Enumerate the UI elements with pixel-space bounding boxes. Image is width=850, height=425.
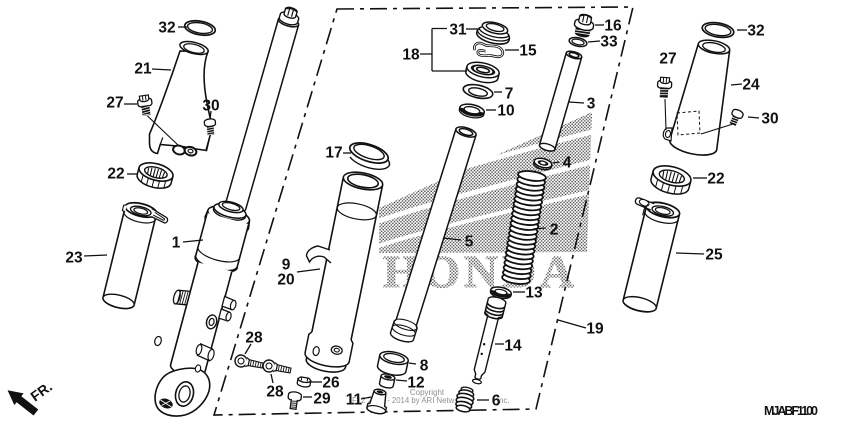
svg-text:22: 22 [107, 166, 124, 183]
svg-text:28: 28 [245, 330, 263, 347]
svg-text:30: 30 [202, 98, 219, 115]
svg-text:27: 27 [106, 95, 123, 112]
svg-text:8: 8 [420, 358, 429, 375]
svg-text:24: 24 [742, 77, 760, 94]
svg-text:32: 32 [158, 20, 175, 37]
svg-text:22: 22 [707, 171, 724, 188]
svg-text:17: 17 [325, 145, 342, 162]
svg-text:25: 25 [705, 247, 723, 264]
svg-text:MJABF1100: MJABF1100 [764, 404, 818, 418]
svg-text:18: 18 [402, 47, 420, 64]
svg-text:10: 10 [497, 103, 514, 120]
svg-text:4: 4 [563, 155, 572, 172]
svg-text:19: 19 [586, 321, 604, 338]
svg-text:6: 6 [492, 393, 501, 410]
svg-text:13: 13 [525, 285, 543, 302]
svg-text:7: 7 [505, 86, 514, 103]
svg-text:20: 20 [277, 272, 294, 289]
svg-text:23: 23 [65, 250, 83, 267]
svg-text:21: 21 [134, 61, 152, 78]
svg-text:26: 26 [322, 375, 340, 392]
svg-text:14: 14 [504, 338, 522, 355]
svg-text:11: 11 [346, 392, 363, 409]
svg-text:2: 2 [550, 222, 559, 239]
svg-text:12: 12 [407, 375, 424, 392]
svg-text:9: 9 [282, 257, 291, 274]
svg-text:1: 1 [172, 235, 181, 252]
svg-text:15: 15 [519, 43, 537, 60]
svg-text:33: 33 [600, 34, 618, 51]
svg-text:32: 32 [747, 23, 764, 40]
svg-text:27: 27 [659, 51, 676, 68]
svg-text:31: 31 [449, 22, 467, 39]
svg-text:F12 2024 - 2014 by ARI Netw: F12 2024 - 2014 by ARI Netw [352, 396, 455, 405]
svg-text:3: 3 [587, 96, 596, 113]
svg-text:16: 16 [604, 18, 622, 35]
svg-text:30: 30 [761, 111, 778, 128]
svg-text:5: 5 [465, 234, 474, 251]
svg-text:Inc.: Inc. [497, 396, 510, 405]
svg-text:Copyright: Copyright [410, 388, 445, 397]
svg-text:28: 28 [266, 384, 284, 401]
svg-text:29: 29 [313, 391, 331, 408]
